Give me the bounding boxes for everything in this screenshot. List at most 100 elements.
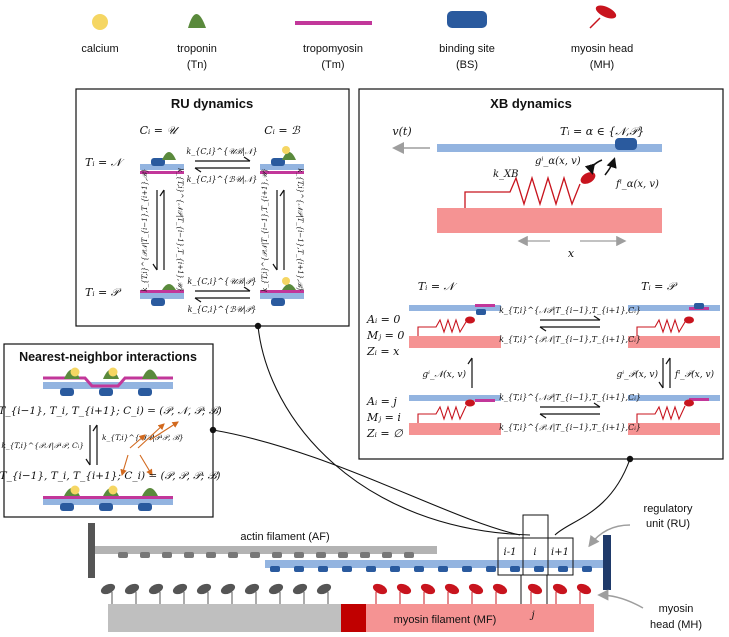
xb-g-n: gⁱ_𝒩(x, v): [422, 369, 466, 380]
troponin-icon: [188, 14, 206, 28]
nn-tuple-bottom: (T_{i−1}, T_i, T_{i+1}; C_i) = (𝒫, 𝒫, 𝒫;…: [0, 470, 221, 482]
xb-k-xb: k_XB: [493, 169, 519, 180]
actin-filament-label: actin filament (AF): [240, 531, 329, 543]
legend-troponin-name: troponin: [177, 43, 217, 55]
calcium-icon: [92, 14, 108, 30]
xb-eq-arrow-right: [658, 357, 671, 389]
ru-c-bound: Cᵢ = ℬ: [264, 124, 301, 137]
xb-myosin-head: [580, 172, 596, 184]
xb-crossbridge: [464, 175, 581, 208]
xb-k-top-bwd: k_{T,i}^{𝒫𝒩|T_{i−1},T_{i+1},Cᵢ}: [499, 335, 641, 344]
ru-eq-arrow-top: [194, 156, 251, 173]
xb-top-state-m: Mⱼ = 0: [366, 329, 404, 342]
nearest-neighbor-panel: Nearest-neighbor interactions (T_{i−1}, …: [0, 343, 222, 518]
ru-t-n: Tᵢ = 𝒩: [85, 156, 125, 169]
xb-t-p: Tᵢ = 𝒫: [641, 280, 678, 293]
legend-myosin-head-name: myosin head: [571, 43, 633, 55]
ru-index-i: i: [533, 547, 536, 558]
ru-eq-arrow-bottom: [194, 286, 251, 303]
xb-mini-state-pt: [628, 303, 720, 348]
ru-state-bn: [260, 146, 304, 174]
xb-mini-state-nt: [409, 304, 501, 348]
xb-bottom-state-m: Mⱼ = i: [366, 411, 401, 424]
ru-state-up: [140, 284, 184, 306]
xb-binding-site: [615, 138, 637, 150]
xb-bottom-state-z: Zᵢ = ∅: [366, 427, 403, 440]
nn-k-left: k_{T,i}^{𝒫𝒩|𝒫·𝒫, Cᵢ}: [1, 441, 84, 450]
ru-label-line2: unit (RU): [646, 518, 690, 530]
z-disk-left: [88, 523, 95, 578]
z-disk-right: [603, 535, 611, 590]
xb-k-bot-bwd: k_{T,i}^{𝒫𝒩|T_{i−1},T_{i+1},Cᵢ}: [499, 423, 641, 432]
xb-bottom-state-a: Aᵢ = j: [366, 395, 397, 408]
myosin-head-icon: [589, 5, 617, 29]
xb-vert-arrow-left: [467, 357, 473, 388]
connector-dot-xb: [626, 455, 634, 463]
blue-actin-filament: [265, 560, 603, 568]
nn-eq-arrow: [85, 424, 98, 466]
xb-detach-arrow: [604, 157, 617, 176]
xb-g-alpha: gⁱ_α(x, v): [535, 156, 581, 167]
myosin-filament-gray: [108, 604, 341, 632]
ru-k-left-a: k_{T,i}^{𝒫𝒩|T_{i−1},T_{i+1},ℬ}: [141, 168, 149, 291]
nn-bottom-diagram: [43, 485, 173, 511]
ru-label-line1: regulatory: [644, 503, 693, 515]
ru-k-left-b: k_{T,i}^{𝒩𝒫|T_{i−1},T_{i+1},𝒰}: [176, 168, 184, 292]
gray-actin-filament: [95, 546, 437, 554]
legend-tropomyosin-abbr: (Tm): [321, 59, 344, 71]
xb-actin-bar: [437, 144, 662, 152]
legend-tropomyosin-name: tropomyosin: [303, 43, 363, 55]
ru-dynamics-panel: RU dynamics Cᵢ = 𝒰 Cᵢ = ℬ Tᵢ = 𝒩 Tᵢ = 𝒫: [75, 88, 350, 327]
xb-dynamics-panel: XB dynamics v(t) Tᵢ = α ∈ {𝒩,𝒫} k_XB gⁱ_…: [358, 88, 724, 460]
ru-k-right-a: k_{T,i}^{𝒫𝒩|T_{i−1},T_{i+1},𝒰}: [261, 168, 269, 292]
xb-mini-state-nb: [409, 395, 501, 435]
xb-g-p: gⁱ_𝒫(x, v): [617, 369, 659, 380]
xb-k-top-fwd: k_{T,i}^{𝒩𝒫|T_{i−1},T_{i+1},Cᵢ}: [499, 306, 641, 315]
nn-tuple-top: (T_{i−1}, T_i, T_{i+1}; C_i) = (𝒫, 𝒩, 𝒫;…: [0, 405, 222, 417]
ru-k-top-fwd: k_{C,i}^{𝒰ℬ|𝒩}: [186, 147, 257, 156]
ru-t-p: Tᵢ = 𝒫: [85, 286, 122, 299]
xb-title: XB dynamics: [490, 96, 572, 111]
legend-binding-site-name: binding site: [439, 43, 495, 55]
ru-eq-arrow-right: [272, 189, 285, 271]
legend: calcium troponin (Tn) tropomyosin (Tm) b…: [81, 5, 633, 71]
xb-t-n: Tᵢ = 𝒩: [418, 280, 458, 293]
binding-site-icon: [447, 11, 487, 28]
xb-x-label: x: [568, 247, 575, 260]
blue-actin-sites: [270, 566, 592, 572]
mh-index-j: j: [529, 610, 534, 621]
ru-k-bot-bwd: k_{C,i}^{ℬ𝒰|𝒫}: [188, 305, 257, 314]
xb-k-bot-fwd: k_{T,i}^{𝒩𝒫|T_{i−1},T_{i+1},Cᵢ}: [499, 393, 641, 402]
connector-dot-nn: [209, 426, 217, 434]
xb-top-state-a: Aᵢ = 0: [366, 313, 400, 326]
ru-index-i-plus: i+1: [551, 547, 569, 558]
myosin-filament-label: myosin filament (MF): [394, 614, 497, 626]
legend-binding-site-abbr: (BS): [456, 59, 478, 71]
mh-pointer-arrow: [597, 589, 644, 609]
xb-t-alpha: Tᵢ = α ∈ {𝒩,𝒫}: [560, 125, 644, 138]
nn-top-diagram: [43, 367, 173, 396]
xb-f-p: fⁱ_𝒫(x, v): [674, 369, 715, 380]
ru-k-top-bwd: k_{C,i}^{ℬ𝒰|𝒩}: [187, 175, 258, 184]
xb-myosin-bar: [437, 208, 662, 233]
gray-actin-sites: [118, 552, 414, 558]
mh-label-line2: head (MH): [650, 619, 702, 631]
legend-myosin-head-abbr: (MH): [590, 59, 614, 71]
ru-index-i-minus: i-1: [504, 547, 517, 558]
tropomyosin-icon: [295, 21, 372, 25]
legend-troponin-abbr: (Tn): [187, 59, 207, 71]
ru-k-right-b: k_{T,i}^{𝒩𝒫|T_{i−1},T_{i+1},ℬ}: [296, 168, 304, 291]
myosin-filament-center: [341, 604, 366, 632]
connectors: [212, 325, 631, 536]
xb-velocity: v(t): [392, 125, 411, 138]
ru-k-bot-fwd: k_{C,i}^{𝒰ℬ|𝒫}: [187, 277, 256, 286]
nn-orange-arrows: [120, 421, 179, 477]
xb-eq-arrow-bottom: [539, 402, 601, 419]
myosin-filament-pink: [366, 604, 594, 632]
xb-mini-state-pb: [628, 395, 720, 435]
legend-calcium-name: calcium: [81, 43, 118, 55]
ru-state-bp: [260, 277, 304, 306]
ru-state-un: [140, 152, 184, 174]
ru-eq-arrow-left: [152, 189, 165, 271]
